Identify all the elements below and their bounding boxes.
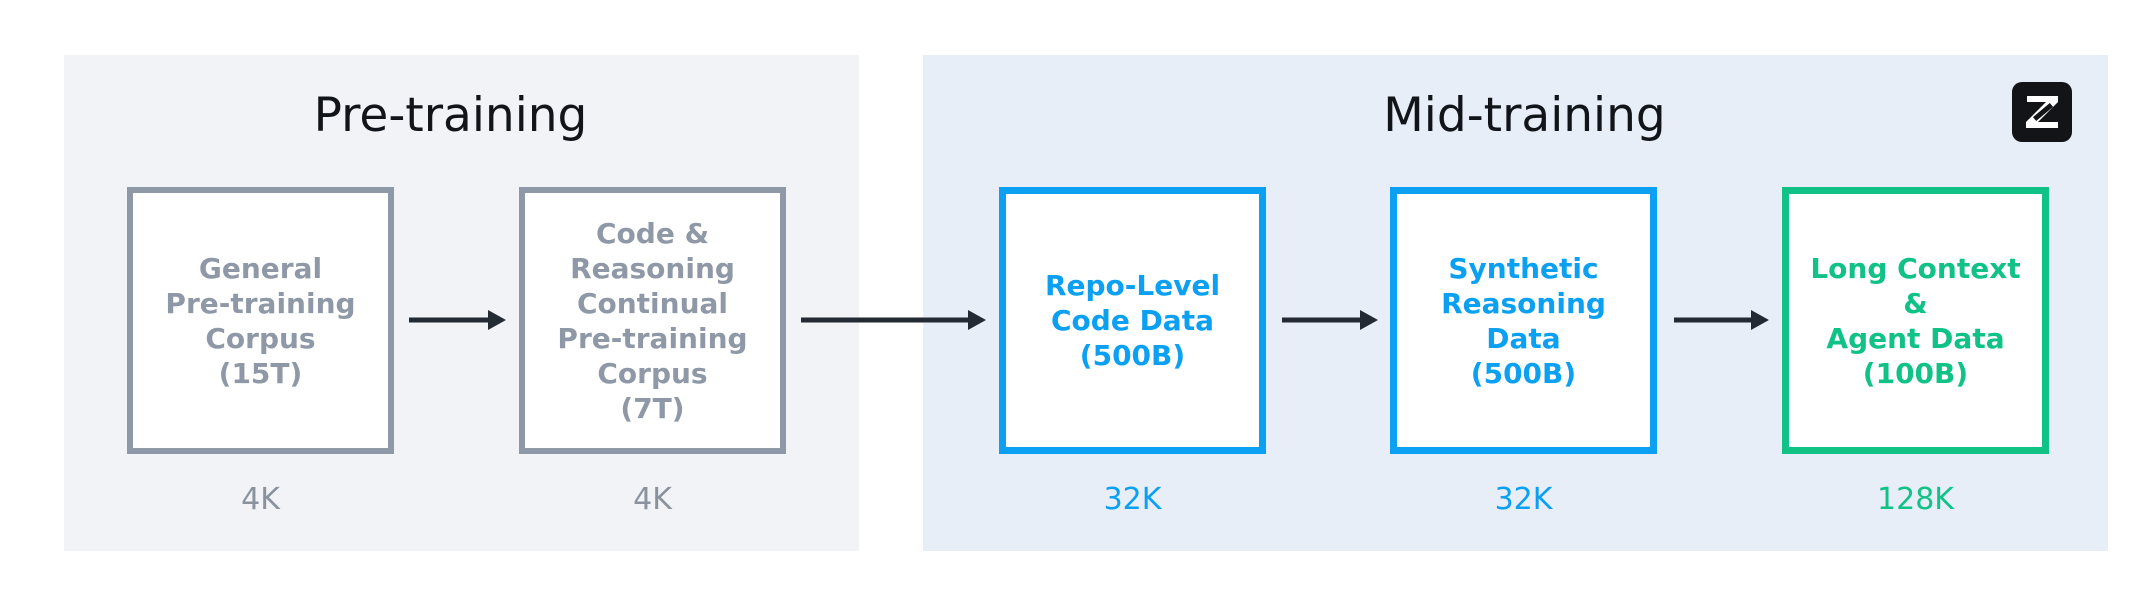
box-label: Repo-Level Code Data (500B) (1044, 269, 1221, 372)
context-length-label: 128K (1877, 482, 1954, 517)
synthetic-reasoning-data-box: Synthetic Reasoning Data (500B) (1390, 187, 1657, 454)
arrow-2 (801, 310, 986, 330)
context-length-label: 4K (633, 482, 672, 517)
z-logo-icon (2012, 82, 2072, 142)
pre-training-title: Pre-training (313, 88, 588, 143)
mid-training-title: Mid-training (1383, 88, 1666, 143)
arrow-4 (1674, 310, 1769, 330)
box-label: Long Context & Agent Data (100B) (1810, 251, 2021, 390)
arrow-3 (1282, 310, 1378, 330)
context-length-label: 4K (241, 482, 280, 517)
context-length-label: 32K (1494, 482, 1553, 517)
arrow-1 (409, 310, 506, 330)
context-length-label: 32K (1103, 482, 1162, 517)
box-label: Code & Reasoning Continual Pre-training … (557, 216, 748, 425)
code-reasoning-continual-pretraining-box: Code & Reasoning Continual Pre-training … (519, 187, 786, 454)
general-pretraining-corpus-box: General Pre-training Corpus (15T) (127, 187, 394, 454)
box-label: General Pre-training Corpus (15T) (165, 251, 356, 390)
long-context-agent-data-box: Long Context & Agent Data (100B) (1782, 187, 2049, 454)
repo-level-code-data-box: Repo-Level Code Data (500B) (999, 187, 1266, 454)
box-label: Synthetic Reasoning Data (500B) (1441, 251, 1606, 390)
